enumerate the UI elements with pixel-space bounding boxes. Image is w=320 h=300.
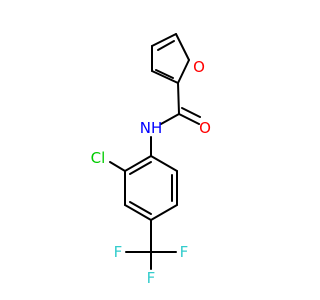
atom-label-o-carbonyl: O	[199, 119, 211, 137]
phenyl-ring	[124, 155, 178, 221]
bond	[151, 33, 177, 47]
bond-double-inner	[157, 40, 175, 51]
furan-ring	[151, 33, 190, 84]
bond	[124, 204, 152, 221]
atom-label-f-left: F	[114, 243, 123, 261]
bond	[124, 155, 152, 172]
bond	[150, 155, 178, 172]
bond-double-inner	[155, 69, 174, 79]
atom-label-cl: Cl	[91, 149, 106, 167]
bond	[175, 33, 190, 61]
bond-double-b	[181, 107, 201, 118]
bond	[160, 113, 180, 125]
bond-cl	[109, 161, 126, 172]
bond-double-inner	[129, 201, 152, 215]
trifluoromethyl-group	[125, 219, 177, 270]
carbonyl-group	[160, 82, 201, 125]
atom-label-f-bottom: F	[147, 269, 156, 287]
bond	[177, 59, 190, 84]
atom-label-nh: NH	[140, 119, 163, 137]
bond-double-inner	[129, 161, 152, 175]
atom-label-o-furan: O	[193, 58, 205, 76]
bond	[150, 204, 178, 221]
bond	[151, 70, 179, 84]
molecule-structure: O O NH Cl F F F	[90, 33, 211, 287]
atom-label-f-right: F	[180, 243, 189, 261]
bond	[177, 82, 180, 115]
bond-double-a	[178, 113, 200, 125]
